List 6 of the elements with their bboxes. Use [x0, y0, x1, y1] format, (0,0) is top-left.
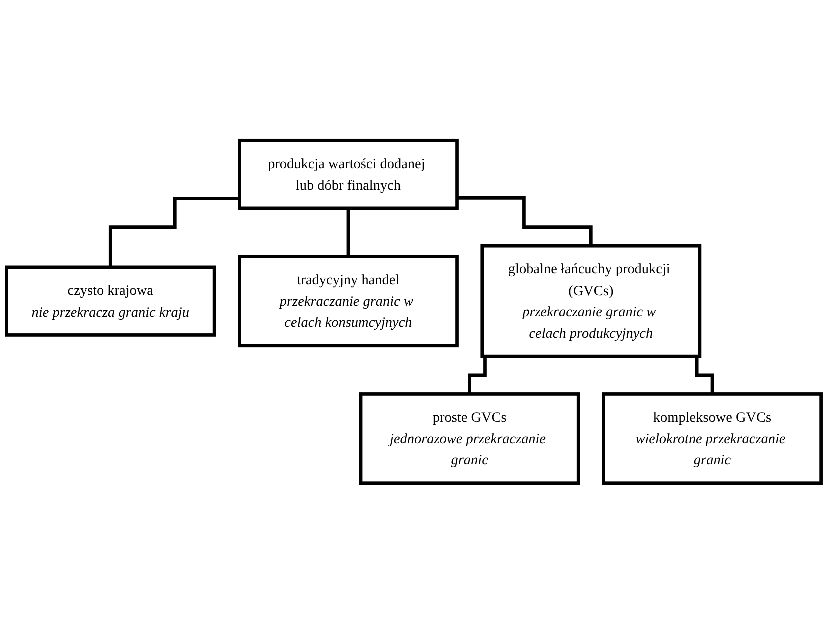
node-box: czysto krajowa nie przekracza granic kraju [5, 266, 216, 337]
node-box: proste GVCs jednorazowe przekraczanie granic [359, 392, 580, 486]
node-box: tradycyjny handel przekraczanie granic w celach konsumcyjnych [238, 255, 459, 348]
node-box: kompleksowe GVCs wielokrotne przekraczanie granic [602, 392, 823, 486]
node-box: globalne łańcuchy produkcji (GVCs) przekraczanie granic w celach produkcyjnych [480, 244, 702, 358]
node-box: produkcja wartości dodanej lub dóbr finalnych [238, 138, 459, 210]
